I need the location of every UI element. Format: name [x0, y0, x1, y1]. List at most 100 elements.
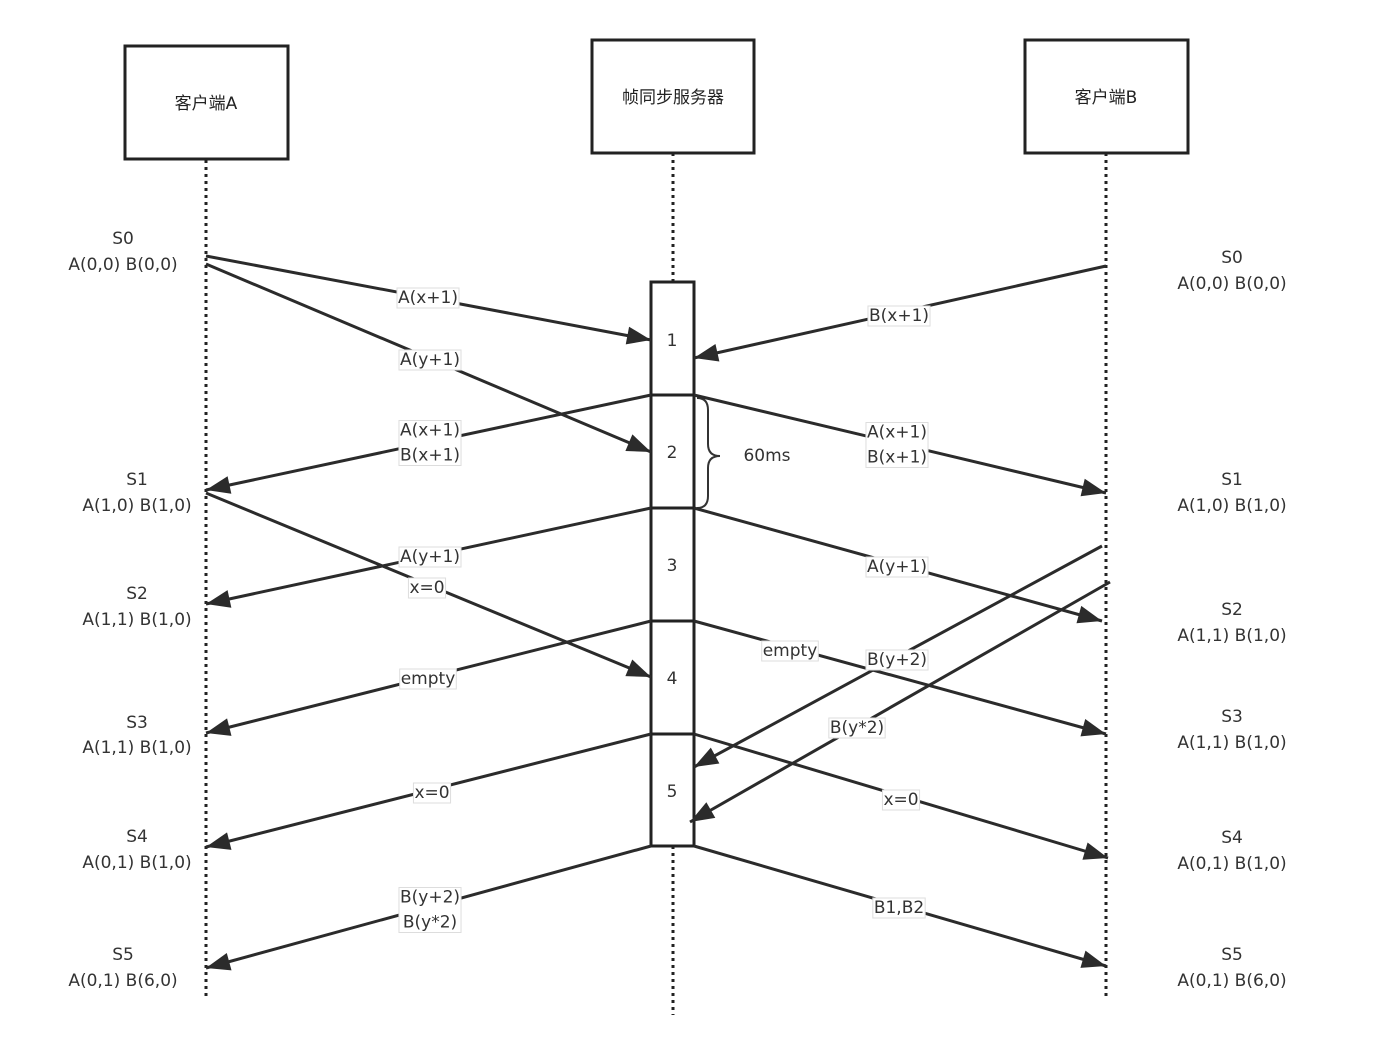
- state-name: S4: [1221, 828, 1243, 848]
- state-value: A(1,1) B(1,0): [82, 738, 191, 758]
- message-label-text: B(x+1): [400, 446, 460, 466]
- message-label-text: A(y+1): [867, 557, 927, 577]
- arrowhead-icon: [206, 952, 232, 971]
- frame-number: 5: [667, 782, 678, 802]
- message-label-text: B(y*2): [830, 718, 884, 738]
- arrowhead-icon: [206, 832, 232, 850]
- arrowhead-icon: [206, 718, 232, 736]
- message-label-text: x=0: [409, 578, 444, 598]
- state-client-b: S3A(1,1) B(1,0): [1177, 707, 1286, 753]
- arrowhead-icon: [1076, 605, 1102, 624]
- message-label: x=0: [881, 789, 921, 811]
- message-label: B(y+2): [865, 649, 929, 671]
- message-arrow: A(y+1): [205, 262, 652, 454]
- state-value: A(1,1) B(1,0): [1177, 733, 1286, 753]
- frame-number: 1: [667, 331, 678, 351]
- arrowhead-icon: [1080, 950, 1106, 968]
- participant-server: 帧同步服务器: [590, 38, 756, 155]
- message-label: empty: [399, 668, 457, 690]
- state-client-b: S4A(0,1) B(1,0): [1177, 828, 1286, 874]
- arrowhead-icon: [694, 343, 720, 362]
- arrowhead-icon: [1080, 718, 1106, 737]
- participant-label: 客户端B: [1075, 88, 1138, 108]
- message-label-text: B(x+1): [867, 448, 927, 468]
- message-arrow: empty: [205, 619, 652, 736]
- frame-number: 3: [667, 556, 678, 576]
- message-label: A(x+1) B(x+1): [865, 422, 929, 468]
- message-label: empty: [761, 640, 819, 662]
- state-client-a: S5A(0,1) B(6,0): [68, 945, 177, 991]
- participant-label: 帧同步服务器: [622, 88, 724, 108]
- message-arrow: B(y+2) B(y*2): [205, 844, 652, 971]
- arrowhead-icon: [1080, 478, 1106, 497]
- state-value: A(1,0) B(1,0): [82, 496, 191, 516]
- message-label: B(y+2) B(y*2): [398, 887, 462, 933]
- message-label-text: B1,B2: [874, 898, 924, 918]
- state-client-a: S0A(0,0) B(0,0): [68, 229, 177, 275]
- message-label-text: A(x+1): [398, 288, 458, 308]
- message-label: A(y+1): [398, 349, 462, 371]
- message-label-text: B(y*2): [403, 913, 457, 933]
- participant-client-a: 客户端A: [123, 44, 290, 161]
- state-name: S3: [126, 713, 148, 733]
- state-name: S4: [126, 827, 148, 847]
- state-value: A(1,1) B(1,0): [1177, 626, 1286, 646]
- message-label: B(y*2): [828, 717, 886, 739]
- message-arrow: x=0: [205, 491, 652, 679]
- message-label-text: B(y+2): [400, 888, 460, 908]
- state-client-a: S1A(1,0) B(1,0): [82, 470, 191, 516]
- state-client-b: S1A(1,0) B(1,0): [1177, 470, 1286, 516]
- message-arrow: A(x+1): [205, 254, 652, 345]
- state-name: S3: [1221, 707, 1243, 727]
- message-arrow: empty: [693, 619, 1107, 737]
- message-arrow: A(x+1) B(x+1): [693, 393, 1107, 497]
- state-name: S2: [126, 584, 148, 604]
- message-label-text: B(y+2): [867, 650, 927, 670]
- message-label: A(y+1): [398, 546, 462, 568]
- state-value: A(0,1) B(6,0): [68, 971, 177, 991]
- message-label: B(x+1): [867, 305, 931, 327]
- message-arrow: B(y*2): [689, 580, 1111, 824]
- state-value: A(0,1) B(1,0): [1177, 854, 1286, 874]
- message-arrow: B(x+1): [693, 264, 1107, 362]
- arrowhead-icon: [206, 476, 232, 494]
- message-label-text: A(y+1): [400, 350, 460, 370]
- message-label-text: A(x+1): [867, 423, 927, 443]
- state-client-a: S4A(0,1) B(1,0): [82, 827, 191, 873]
- message-arrow: x=0: [693, 732, 1109, 860]
- state-client-b: S5A(0,1) B(6,0): [1177, 945, 1286, 991]
- message-label-text: empty: [763, 641, 818, 661]
- message-arrow: A(x+1) B(x+1): [205, 393, 652, 494]
- message-label: A(y+1): [865, 556, 929, 578]
- message-arrow: A(y+1): [693, 506, 1103, 624]
- participant-label: 客户端A: [175, 94, 238, 114]
- state-value: A(1,1) B(1,0): [82, 610, 191, 630]
- message-label: A(x+1): [396, 287, 460, 309]
- state-client-a: S3A(1,1) B(1,0): [82, 713, 191, 758]
- state-name: S0: [112, 229, 134, 249]
- message-label: x=0: [407, 577, 447, 599]
- arrowhead-icon: [694, 747, 720, 767]
- message-label-text: A(y+1): [400, 547, 460, 567]
- state-client-b: S2A(1,1) B(1,0): [1177, 600, 1286, 646]
- message-arrow: A(y+1): [205, 506, 652, 608]
- arrowhead-icon: [1082, 842, 1108, 860]
- interval-label: 60ms: [743, 446, 790, 466]
- state-value: A(0,1) B(6,0): [1177, 971, 1286, 991]
- participant-client-b: 客户端B: [1023, 38, 1190, 155]
- message-label-text: empty: [401, 669, 456, 689]
- state-name: S1: [126, 470, 148, 490]
- message-label: A(x+1) B(x+1): [398, 420, 462, 466]
- frame-number: 4: [667, 669, 678, 689]
- state-value: A(0,1) B(1,0): [82, 853, 191, 873]
- state-name: S2: [1221, 600, 1243, 620]
- message-label-text: x=0: [414, 783, 449, 803]
- message-label-text: A(x+1): [400, 421, 460, 441]
- message-label-text: x=0: [883, 790, 918, 810]
- message-label: B1,B2: [872, 897, 926, 919]
- message-arrow: x=0: [205, 732, 652, 850]
- message-label: x=0: [412, 782, 452, 804]
- state-value: A(0,0) B(0,0): [68, 255, 177, 275]
